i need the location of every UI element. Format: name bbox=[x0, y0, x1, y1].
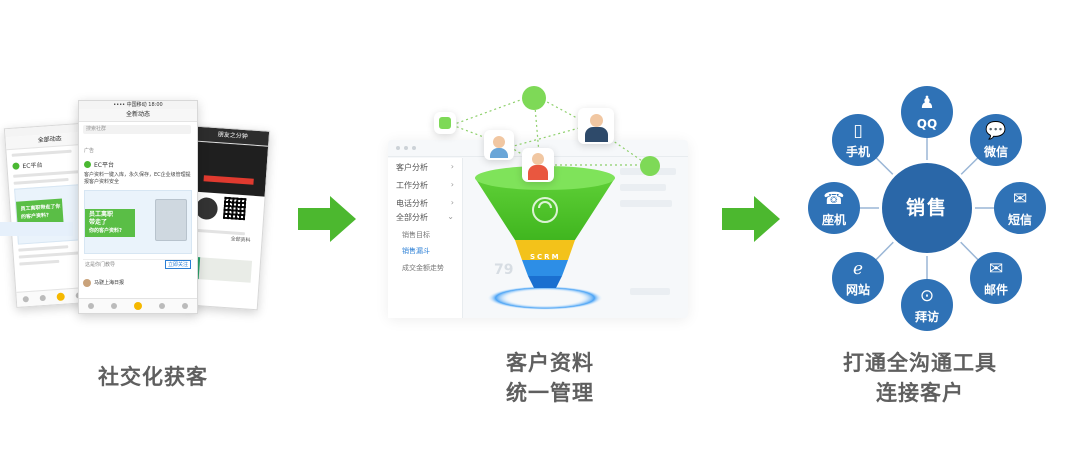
person-card-male bbox=[578, 108, 614, 144]
wechat-icon bbox=[522, 86, 546, 110]
node-label: 网站 bbox=[845, 283, 870, 297]
phone-title: 全新动态 bbox=[79, 109, 197, 122]
post-text: 客户资料一键入库，永久保存，EC企业级管理提报客户资料安全 bbox=[84, 172, 191, 185]
ad-text-2: 带走了 bbox=[89, 219, 108, 226]
user-name: 马骁上海日报 bbox=[94, 280, 125, 286]
discover-icon[interactable] bbox=[110, 303, 117, 309]
wechat-icon: 💬 bbox=[985, 121, 1007, 141]
person-card-center bbox=[522, 148, 554, 182]
tablet-image bbox=[155, 199, 187, 241]
node-landline[interactable]: ☎ 座机 bbox=[808, 182, 860, 234]
ad-text: 员工离职带走了你的客户资料? bbox=[20, 203, 61, 221]
node-wechat[interactable]: 💬 微信 bbox=[970, 114, 1022, 166]
tab-bar bbox=[79, 298, 197, 313]
arrow-right-icon bbox=[722, 196, 780, 242]
chat-bubble-icon bbox=[640, 156, 660, 176]
menu-item-work-analysis[interactable]: 工作分析 › bbox=[396, 180, 456, 191]
ghost-value: 79 bbox=[494, 262, 514, 278]
node-email[interactable]: ✉ 邮件 bbox=[970, 252, 1022, 304]
node-label: QQ bbox=[916, 117, 938, 131]
mail-icon: ✉ bbox=[988, 259, 1004, 279]
submenu-sales-funnel[interactable]: 销售漏斗 bbox=[402, 247, 430, 255]
hub-center-sales[interactable]: 销售 bbox=[882, 163, 972, 253]
caption-channels-line2: 连接客户 bbox=[876, 381, 964, 405]
menu-item-call-analysis[interactable]: 电话分析 › bbox=[396, 198, 456, 209]
location-pin-icon: ⊙ bbox=[919, 286, 935, 306]
brand-name: EC平台 bbox=[94, 162, 114, 169]
funnel-logo: SCRM bbox=[530, 253, 561, 261]
qr-code bbox=[222, 196, 247, 221]
me-icon[interactable] bbox=[182, 303, 189, 309]
chevron-right-icon: › bbox=[450, 162, 454, 171]
sms-bubble-icon: ✉ bbox=[1012, 189, 1028, 209]
add-icon[interactable] bbox=[133, 302, 142, 310]
caption-crm-line1: 客户资料 bbox=[506, 351, 594, 375]
sales-funnel bbox=[475, 166, 615, 310]
node-label: 拜访 bbox=[914, 310, 939, 324]
node-qq[interactable]: ♟ QQ bbox=[901, 86, 953, 138]
telephone-icon: ☎ bbox=[823, 189, 845, 209]
arrow-right-icon bbox=[298, 196, 356, 242]
person-card-female bbox=[484, 130, 514, 160]
ad-text-3: 你的客户资料? bbox=[89, 228, 122, 234]
menu-label: 工作分析 bbox=[396, 181, 428, 190]
node-website[interactable]: ℯ 网站 bbox=[832, 252, 884, 304]
crm-menu bbox=[388, 158, 463, 318]
brand-name: EC平台 bbox=[22, 161, 43, 171]
ad-text-1: 员工离职 bbox=[89, 211, 114, 218]
qq-penguin-icon: ♟ bbox=[919, 93, 935, 113]
comment-row: 这是你门教导 立即关注 bbox=[83, 259, 193, 270]
node-label: 微信 bbox=[983, 145, 1008, 159]
home-icon[interactable] bbox=[87, 303, 94, 309]
mobile-phone-icon: ▯ bbox=[853, 121, 863, 141]
caption-social: 社交化获客 bbox=[98, 365, 208, 389]
menu-label: 电话分析 bbox=[396, 199, 428, 208]
submenu-deal-trend[interactable]: 成交金额走势 bbox=[402, 264, 444, 272]
caption-crm: 客户资料 统一管理 bbox=[460, 348, 640, 408]
search-placeholder: 搜索社群 bbox=[86, 126, 107, 132]
menu-label: 客户分析 bbox=[396, 163, 428, 172]
follow-button[interactable]: 立即关注 bbox=[164, 260, 191, 269]
menu-label: 全部分析 bbox=[396, 213, 428, 222]
submenu-sales-target[interactable]: 销售目标 bbox=[402, 231, 430, 239]
comment-placeholder: 这是你门教导 bbox=[85, 262, 116, 268]
footer-text: 全部资料 bbox=[230, 236, 251, 244]
chevron-right-icon: › bbox=[450, 198, 454, 207]
brand-row: EC平台 bbox=[84, 160, 192, 169]
ec-logo-icon bbox=[12, 162, 20, 170]
chevron-right-icon: › bbox=[450, 180, 454, 189]
phone-main: •••• 中国移动 18:00 全新动态 搜索社群 广告 EC平台 客户资料一键… bbox=[78, 100, 198, 314]
node-visit[interactable]: ⊙ 拜访 bbox=[901, 279, 953, 331]
ie-browser-icon: ℯ bbox=[852, 259, 864, 279]
avatar bbox=[83, 279, 91, 287]
node-mobile[interactable]: ▯ 手机 bbox=[832, 114, 884, 166]
chevron-down-icon: ⌄ bbox=[447, 212, 454, 221]
node-label: 邮件 bbox=[983, 283, 1008, 297]
caption-channels-line1: 打通全沟通工具 bbox=[843, 351, 997, 375]
feed-header: 广告 bbox=[84, 148, 95, 154]
contacts-icon[interactable] bbox=[159, 303, 166, 309]
caption-crm-line2: 统一管理 bbox=[506, 381, 594, 405]
search-input[interactable]: 搜索社群 bbox=[83, 125, 191, 134]
node-sms[interactable]: ✉ 短信 bbox=[994, 182, 1046, 234]
node-label: 短信 bbox=[1007, 213, 1032, 227]
node-label: 手机 bbox=[845, 145, 870, 159]
menu-item-all-analysis[interactable]: 全部分析 ⌄ bbox=[396, 212, 456, 223]
caption-channels: 打通全沟通工具 连接客户 bbox=[810, 348, 1030, 408]
ad-card[interactable]: 员工离职 带走了 你的客户资料? bbox=[84, 190, 192, 254]
node-label: 座机 bbox=[821, 213, 846, 227]
ec-logo-icon bbox=[84, 161, 91, 168]
status-bar: •••• 中国移动 18:00 bbox=[79, 101, 197, 109]
menu-item-customer-analysis[interactable]: 客户分析 › bbox=[396, 162, 456, 173]
contact-card bbox=[434, 112, 456, 134]
